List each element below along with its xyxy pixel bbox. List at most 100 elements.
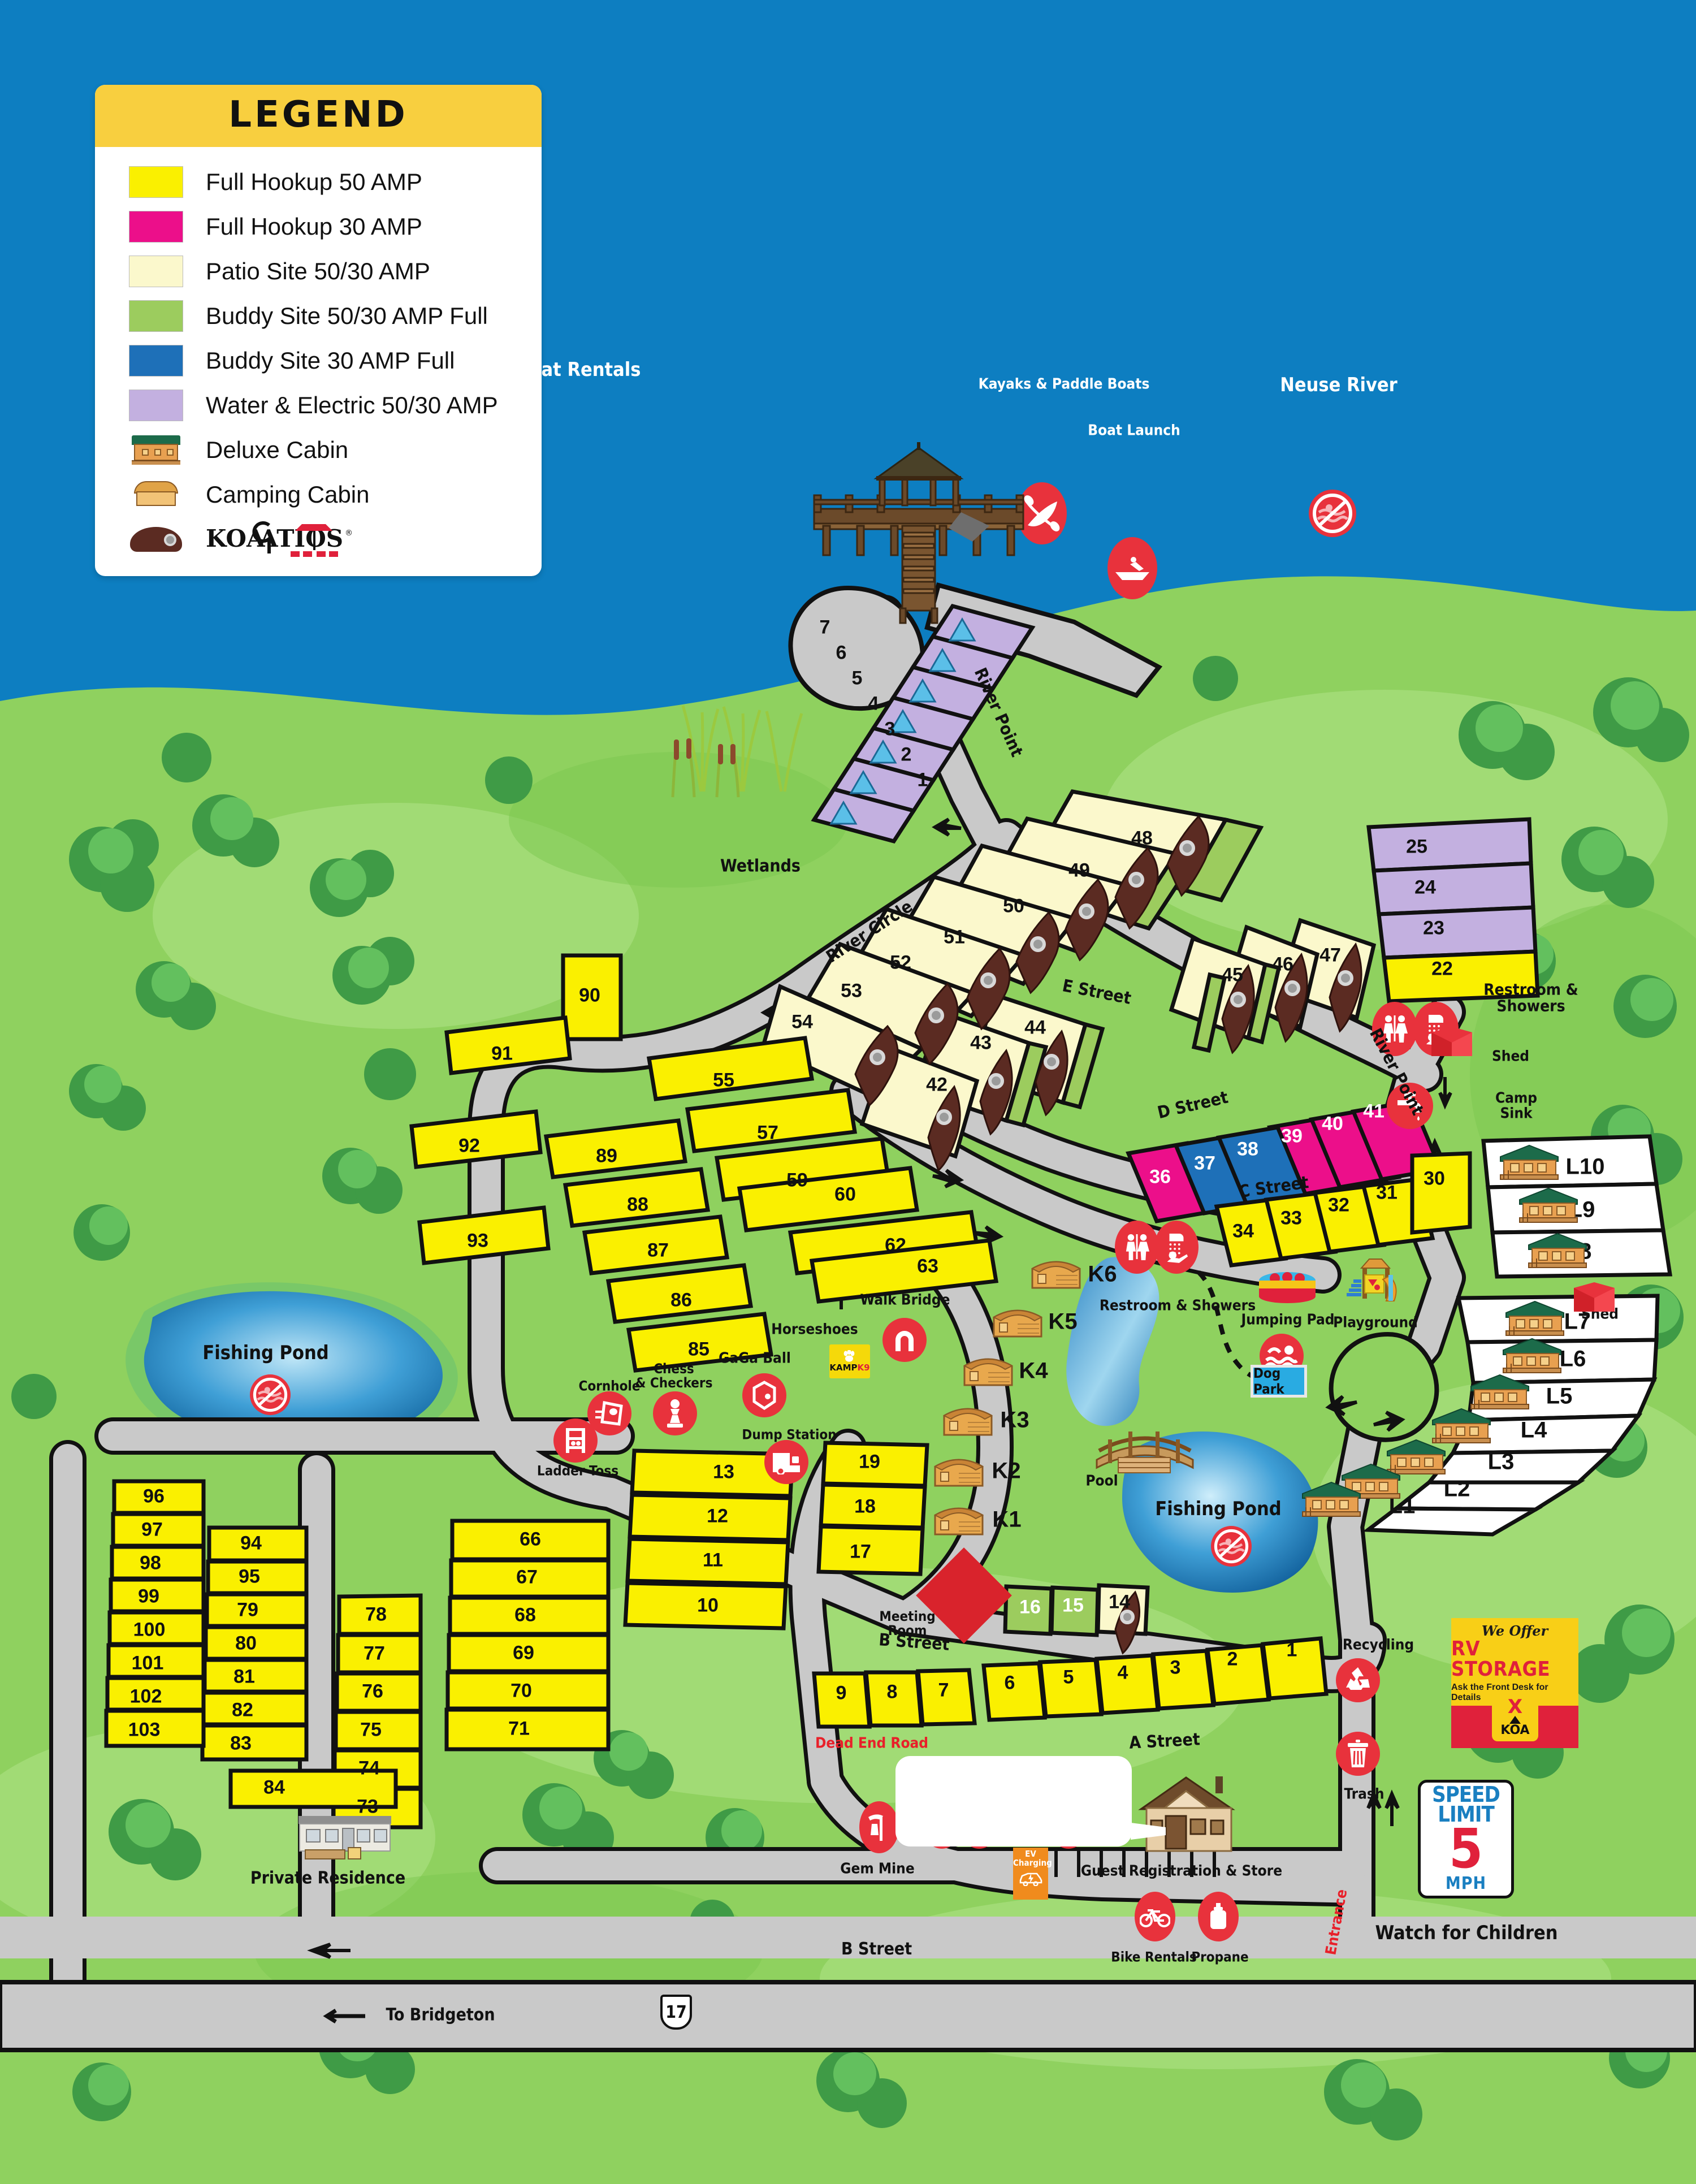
watch-for-children-label: Watch for Children	[1375, 1922, 1558, 1945]
shed-icon-2	[1574, 1282, 1615, 1312]
rv-storage-weoffer: We Offer	[1481, 1623, 1548, 1639]
no-swim-glyph-icon-2	[253, 1377, 288, 1412]
chess-checkers-icon	[653, 1391, 697, 1435]
restroom-showers-label-rp: Restroom & Showers	[1483, 980, 1578, 1015]
rv-storage-title: RV STORAGE	[1451, 1637, 1551, 1681]
chess-checkers-label: Chess & Checkers	[635, 1360, 713, 1391]
legend-swatch-buddy-5030	[129, 300, 183, 332]
gem-mine-icon	[859, 1801, 899, 1853]
chess-pawn-glyph-icon	[667, 1399, 683, 1428]
dump-station-icon	[764, 1440, 808, 1484]
legend-item-full-30: Full Hookup 30 AMP	[129, 204, 542, 249]
speed-limit-line2: LIMIT	[1438, 1802, 1495, 1827]
kayak-glyph-icon	[1024, 495, 1060, 531]
recycling-label: Recycling	[1342, 1636, 1414, 1654]
camping-cabin-icon-k2	[933, 1459, 984, 1487]
guest-registration-label: Guest Registration & Store	[1080, 1862, 1283, 1880]
boat-launch-icon	[1107, 537, 1157, 599]
no-swimming-icon-pond-left	[250, 1374, 291, 1415]
recycle-glyph-icon	[1346, 1667, 1370, 1690]
deluxe-cabin-icon-l3	[1387, 1439, 1446, 1474]
trash-label: Trash	[1344, 1785, 1385, 1803]
to-bridgeton-arrow-icon	[323, 2009, 365, 2023]
restroom-icon-rp	[1372, 1002, 1417, 1056]
speed-limit-line1: SPEED	[1432, 1782, 1500, 1807]
ev-charging-sign: EV Charging	[1013, 1848, 1052, 1900]
propane-tank-glyph-icon	[1210, 1903, 1226, 1929]
restroom-showers-label-mid: Restroom & Showers	[1099, 1297, 1256, 1314]
deluxe-cabin-icon-l9	[1519, 1187, 1578, 1223]
shower-icon-mid	[1154, 1221, 1199, 1274]
camping-cabin-icon-k5	[992, 1309, 1043, 1338]
no-swimming-icon-river	[1309, 490, 1356, 537]
kayak-icon	[1017, 482, 1067, 544]
ladder-glyph-icon	[566, 1428, 585, 1453]
horseshoes-icon	[882, 1318, 927, 1362]
camping-cabin-icon-k3	[942, 1408, 993, 1436]
shower-glyph-icon-mid	[1167, 1234, 1188, 1263]
legend-swatch-buddy-30	[129, 344, 183, 377]
legend-item-buddy-30: Buddy Site 30 AMP Full	[129, 338, 542, 383]
camping-cabin-icon-k1	[933, 1507, 984, 1536]
legend-label-deluxe-cabin: Deluxe Cabin	[206, 436, 349, 463]
no-swimming-icon-pond-right	[1211, 1526, 1252, 1567]
shed-label-1: Shed	[1491, 1048, 1530, 1065]
legend-swatch-water-electric	[129, 389, 183, 421]
pier-and-gazebo-icon	[813, 442, 1024, 624]
legend-item-patio: Patio Site 50/30 AMP	[129, 249, 542, 293]
camping-cabin-icon-k4	[963, 1358, 1014, 1386]
trash-icon	[1336, 1732, 1380, 1776]
restroom-laundry-callout	[895, 1756, 1132, 1846]
gaga-ball-icon	[742, 1373, 786, 1417]
ev-charging-label: EV Charging	[1013, 1849, 1052, 1868]
restroom-glyph-icon-mid	[1126, 1234, 1150, 1260]
fishing-pond-right-label: Fishing Pond	[1155, 1498, 1282, 1521]
legend-swatch-full-50	[129, 166, 183, 198]
boat-glyph-icon	[1115, 557, 1149, 580]
paw-icon	[843, 1350, 855, 1362]
deluxe-cabin-icon-l8	[1528, 1232, 1587, 1268]
deluxe-cabin-icon-l1	[1302, 1481, 1361, 1517]
fishing-pond-left-label: Fishing Pond	[202, 1342, 329, 1365]
recycling-icon	[1336, 1658, 1380, 1702]
rv-storage-subtitle: Ask the Front Desk for Details	[1451, 1683, 1548, 1702]
ladder-toss-icon	[553, 1418, 598, 1463]
legend-label-full-30: Full Hookup 30 AMP	[206, 213, 422, 240]
koa-x-icon: X	[1507, 1696, 1523, 1719]
rv-storage-sign: We Offer RV STORAGE Ask the Front Desk f…	[1451, 1618, 1578, 1748]
koa-triangle-icon	[1509, 1715, 1521, 1724]
rv-glyph-icon	[773, 1453, 800, 1474]
camping-cabin-icon	[129, 478, 183, 511]
jumping-pad-label: Jumping Pad	[1241, 1311, 1335, 1329]
legend-label-camping-cabin: Camping Cabin	[206, 481, 370, 508]
legend-label-full-50: Full Hookup 50 AMP	[206, 168, 422, 195]
gaga-ball-label: GaGa Ball	[719, 1350, 791, 1367]
deluxe-cabin-icon	[129, 434, 183, 466]
pool-area: Dog Park	[1251, 1365, 1307, 1398]
guest-registration-store-icon	[1131, 1776, 1235, 1852]
deluxe-cabin-icon-l7	[1505, 1300, 1564, 1336]
speed-limit-sign: SPEED LIMIT 5 MPH	[1418, 1780, 1514, 1898]
dog-park-label: Horseshoes	[771, 1321, 858, 1338]
trash-can-glyph-icon	[1348, 1740, 1368, 1767]
walk-bridge-icon	[1096, 1432, 1194, 1473]
no-swim-glyph-icon	[1313, 494, 1352, 533]
restroom-glyph-icon-rp	[1383, 1015, 1408, 1043]
playground-label: Playground	[1333, 1314, 1418, 1331]
street-a: A Street	[1128, 1729, 1201, 1753]
cornhole-icon	[587, 1391, 631, 1435]
koa-patios-logo: KOA ATIOS ®	[206, 521, 358, 558]
legend-item-buddy-5030: Buddy Site 50/30 AMP Full	[129, 293, 542, 338]
legend-label-buddy-30: Buddy Site 30 AMP Full	[206, 347, 455, 374]
cornhole-label: Cornhole	[578, 1378, 641, 1394]
legend-item-full-50: Full Hookup 50 AMP	[129, 159, 542, 204]
bike-rentals-label: Bike Rentals	[1111, 1949, 1197, 1965]
gaga-glyph-icon	[752, 1381, 776, 1411]
pool-label: Dog Park	[1253, 1365, 1284, 1397]
horseshoes-label: Walk Bridge	[860, 1291, 950, 1309]
koa-brand-label: KOA	[1500, 1723, 1530, 1737]
koa-patios-logo-icon: KOA ATIOS ®	[206, 521, 353, 557]
private-residence-label: Private Residence	[250, 1868, 406, 1888]
legend-item-koa-patios: KOA ATIOS ®	[129, 517, 542, 561]
